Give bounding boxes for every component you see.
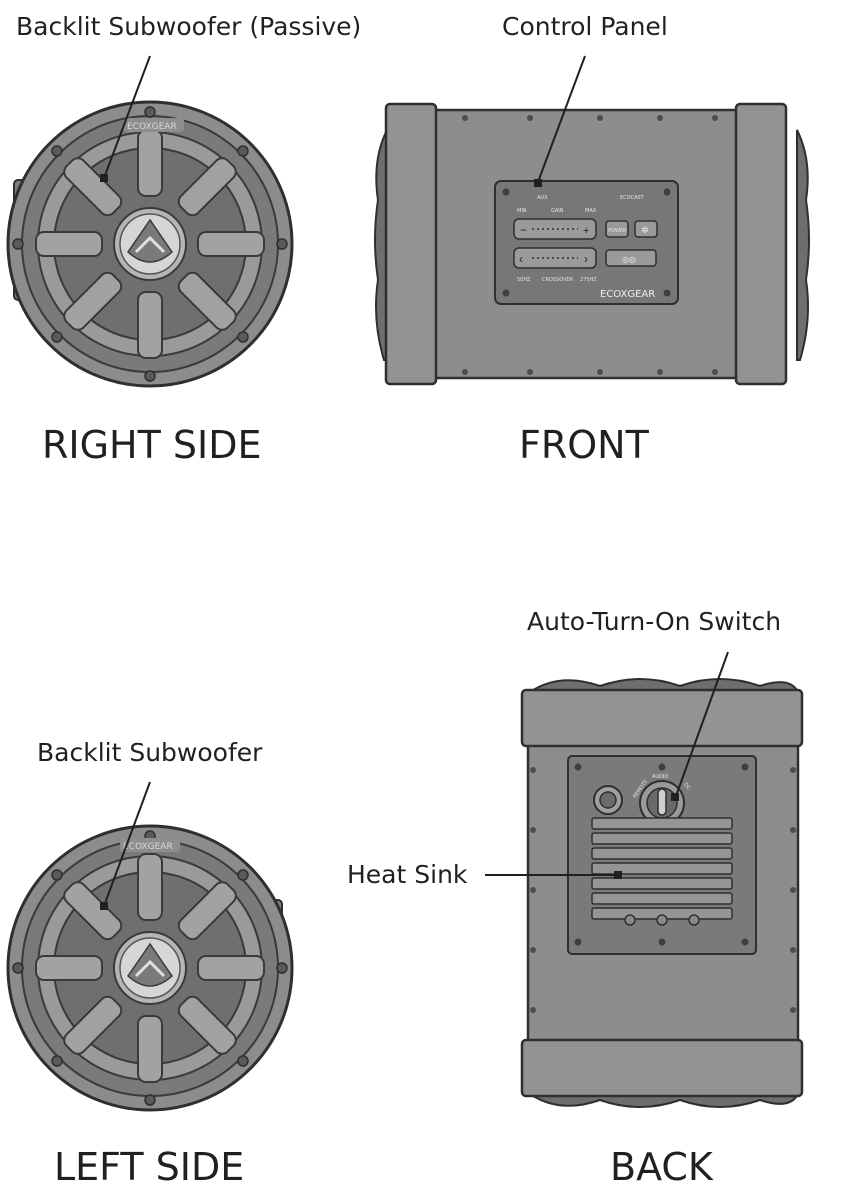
auto-turn-on-switch[interactable] — [639, 780, 685, 826]
left-side-brand-label: ECOXGEAR — [123, 842, 173, 852]
power-button[interactable] — [605, 220, 629, 238]
front-view-title: FRONT — [519, 423, 650, 467]
back-view-title: BACK — [610, 1145, 714, 1189]
panel-min-label: MIN — [517, 208, 527, 214]
panel-power-label: POWER — [608, 228, 627, 234]
audio-label: AUDIO — [652, 774, 668, 780]
backlit-subwoofer-passive-label: Backlit Subwoofer (Passive) — [16, 12, 361, 41]
pair-button[interactable] — [605, 249, 657, 267]
control-panel-leader — [537, 55, 586, 183]
heat-sink-label: Heat Sink — [347, 860, 468, 889]
panel-max-label: MAX — [585, 208, 597, 214]
backlit-subwoofer-label: Backlit Subwoofer — [37, 738, 263, 767]
panel-crossover-label: CROSSOVER — [542, 277, 574, 283]
backlit-subwoofer-leader — [103, 781, 151, 907]
auto-turn-on-switch-leader — [675, 651, 729, 797]
panel-brand-label: ECOXGEAR — [600, 289, 655, 300]
panel-ecocast-label: ECOCAST — [620, 195, 645, 201]
gain-minus-icon[interactable]: − — [520, 223, 527, 237]
left-side-view-title: LEFT SIDE — [54, 1145, 244, 1189]
crossover-left-icon[interactable]: ‹ — [519, 252, 523, 266]
light-button[interactable] — [634, 220, 658, 238]
heat-sink-marker — [614, 871, 622, 879]
crossover-slider[interactable] — [513, 247, 597, 269]
dc-label: DC — [682, 782, 692, 792]
crossover-right-icon[interactable]: › — [584, 252, 588, 266]
panel-gain-label: GAIN — [551, 208, 564, 214]
pair-icon: ◎◎ — [622, 255, 636, 264]
remote-port[interactable] — [593, 785, 623, 815]
right-side-view-title: RIGHT SIDE — [42, 423, 262, 467]
panel-275hz-label: 275HZ — [580, 277, 597, 283]
back-unit: REMOTE AUDIO DC — [520, 678, 804, 1108]
heat-sink — [591, 817, 733, 920]
gain-slider[interactable] — [513, 218, 597, 240]
auto-turn-on-switch-label: Auto-Turn-On Switch — [527, 607, 781, 636]
left-side-subwoofer: ECOXGEAR — [6, 824, 294, 1112]
panel-50hz-label: 50HZ — [517, 277, 531, 283]
front-unit: AUX ECOCAST MIN GAIN MAX − + POWER ✲ ‹ ›… — [374, 102, 810, 386]
backlit-subwoofer-passive-leader — [103, 55, 151, 179]
right-side-brand-label: ECOXGEAR — [127, 122, 177, 132]
control-panel-marker — [534, 179, 542, 187]
auto-turn-on-switch-marker — [671, 793, 679, 801]
control-panel-label: Control Panel — [502, 12, 668, 41]
panel-aux-label: AUX — [537, 195, 548, 201]
light-icon: ✲ — [641, 225, 649, 235]
backlit-subwoofer-passive-marker — [100, 174, 108, 182]
right-side-subwoofer: ECOXGEAR — [6, 100, 294, 388]
gain-plus-icon[interactable]: + — [583, 225, 589, 237]
backlit-subwoofer-marker — [100, 902, 108, 910]
